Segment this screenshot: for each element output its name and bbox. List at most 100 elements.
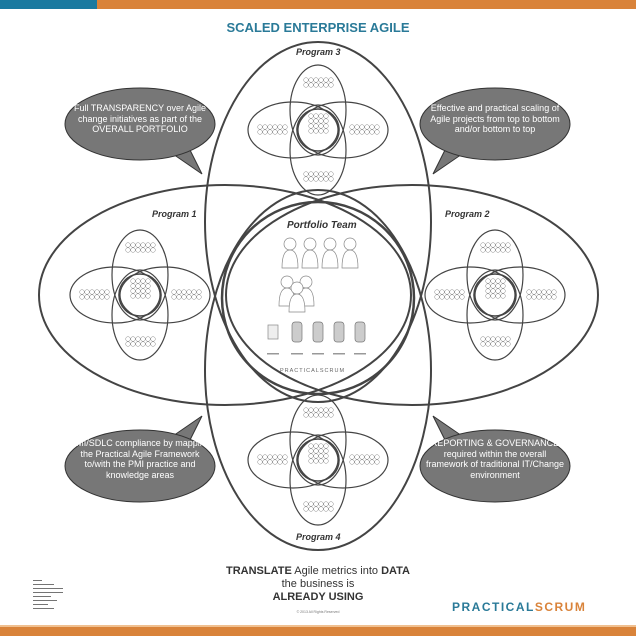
team-member-icon <box>495 283 501 289</box>
team-member-icon <box>196 289 202 295</box>
team-venn <box>69 229 211 361</box>
team-member-icon <box>318 118 324 124</box>
team-member-icon <box>328 407 334 413</box>
bottom-accent-bar <box>0 625 636 636</box>
team-member-icon <box>318 412 324 418</box>
team-member-icon <box>500 341 506 347</box>
team-member-icon <box>313 171 319 177</box>
references-block: ▬▬▬▬▬▬▬▬▬▬▬▬▬▬▬▬▬▬▬▬▬▬▬▬▬▬▬▬▬▬▬▬▬▬▬▬▬▬▬▬… <box>33 578 63 610</box>
speech-bubble <box>419 87 571 161</box>
team-member-icon <box>551 289 557 295</box>
team-member-icon <box>328 82 334 88</box>
team-member-icon <box>505 247 511 253</box>
team-member-icon <box>186 294 192 300</box>
team-member-icon <box>313 128 319 134</box>
team-member-icon <box>500 278 506 284</box>
team-member-icon <box>272 454 278 460</box>
team-member-icon <box>135 293 141 299</box>
team-member-icon <box>303 501 309 507</box>
bubble-transparency: Full TRANSPARENCY over Agile change init… <box>73 103 207 134</box>
team-member-icon <box>145 288 151 294</box>
team-member-icon <box>369 459 375 465</box>
team-ellipse <box>111 229 169 321</box>
program-2-ellipse <box>225 184 599 406</box>
team-member-icon <box>277 454 283 460</box>
team-member-icon <box>308 501 314 507</box>
team-member-icon <box>99 289 105 295</box>
logo-part1: PRACTICAL <box>452 600 535 614</box>
program-1-ellipse <box>38 184 412 406</box>
team-member-icon <box>490 288 496 294</box>
team-member-icon <box>323 501 329 507</box>
team-member-icon <box>140 293 146 299</box>
team-member-icon <box>150 336 156 342</box>
team-member-icon <box>171 289 177 295</box>
team-member-icon <box>135 242 141 248</box>
team-member-icon <box>145 242 151 248</box>
team-member-icon <box>282 129 288 135</box>
team-member-icon <box>359 459 365 465</box>
team-member-icon <box>267 459 273 465</box>
team-member-icon <box>434 289 440 295</box>
team-member-icon <box>84 294 90 300</box>
team-member-icon <box>459 289 465 295</box>
team-member-icon <box>328 506 334 512</box>
team-member-icon <box>308 171 314 177</box>
copyright: © 2013 All Rights Reserved <box>296 610 340 614</box>
team-member-icon <box>359 454 365 460</box>
team-member-icon <box>176 294 182 300</box>
team-member-icon <box>303 77 309 83</box>
team-ellipse <box>247 101 339 159</box>
team-member-icon <box>328 77 334 83</box>
top-accent-bar-blue <box>0 0 97 9</box>
team-member-icon <box>359 124 365 130</box>
team-ellipse <box>466 269 524 361</box>
team-member-icon <box>89 294 95 300</box>
team-member-icon <box>349 454 355 460</box>
team-venn <box>247 394 389 526</box>
team-member-icon <box>318 443 324 449</box>
logo-part2: SCRUM <box>534 600 587 614</box>
team-member-icon <box>186 289 192 295</box>
team-ellipse <box>247 431 339 489</box>
team-member-icon <box>191 294 197 300</box>
team-member-icon <box>323 118 329 124</box>
team-member-icon <box>267 124 273 130</box>
team-member-icon <box>449 289 455 295</box>
program-ellipses <box>38 41 599 551</box>
team-member-icon <box>79 289 85 295</box>
team-member-icon <box>308 82 314 88</box>
team-member-icon <box>308 448 314 454</box>
team-venn <box>424 229 566 361</box>
team-member-icon <box>303 171 309 177</box>
top-accent-bar <box>0 0 636 9</box>
team-member-icon <box>140 247 146 253</box>
team-ellipse <box>69 266 161 324</box>
portfolio-circle <box>220 200 416 396</box>
program-1-label: Program 1 <box>152 209 197 219</box>
tagline-data: DATA <box>381 565 410 577</box>
team-member-icon <box>364 124 370 130</box>
team-member-icon <box>89 289 95 295</box>
team-member-icon <box>531 294 537 300</box>
team-member-icon <box>150 341 156 347</box>
person-head-icon <box>303 237 317 251</box>
team-venn <box>247 64 389 196</box>
person-head-icon <box>323 237 337 251</box>
team-member-icon <box>323 82 329 88</box>
team-member-icon <box>135 278 141 284</box>
practicalscrum-logo: PRACTICALSCRUM <box>452 600 586 614</box>
team-member-icon <box>313 82 319 88</box>
team-member-icon <box>125 242 131 248</box>
team-ellipse <box>289 64 347 156</box>
team-ellipse <box>466 229 524 321</box>
team-member-icon <box>505 336 511 342</box>
team-member-icon <box>308 77 314 83</box>
team-member-icon <box>277 459 283 465</box>
team-member-icon <box>313 123 319 129</box>
team-member-icon <box>277 124 283 130</box>
team-member-icon <box>308 123 314 129</box>
team-member-icon <box>150 247 156 253</box>
team-core-circle <box>296 438 340 482</box>
report-caption <box>333 353 345 355</box>
